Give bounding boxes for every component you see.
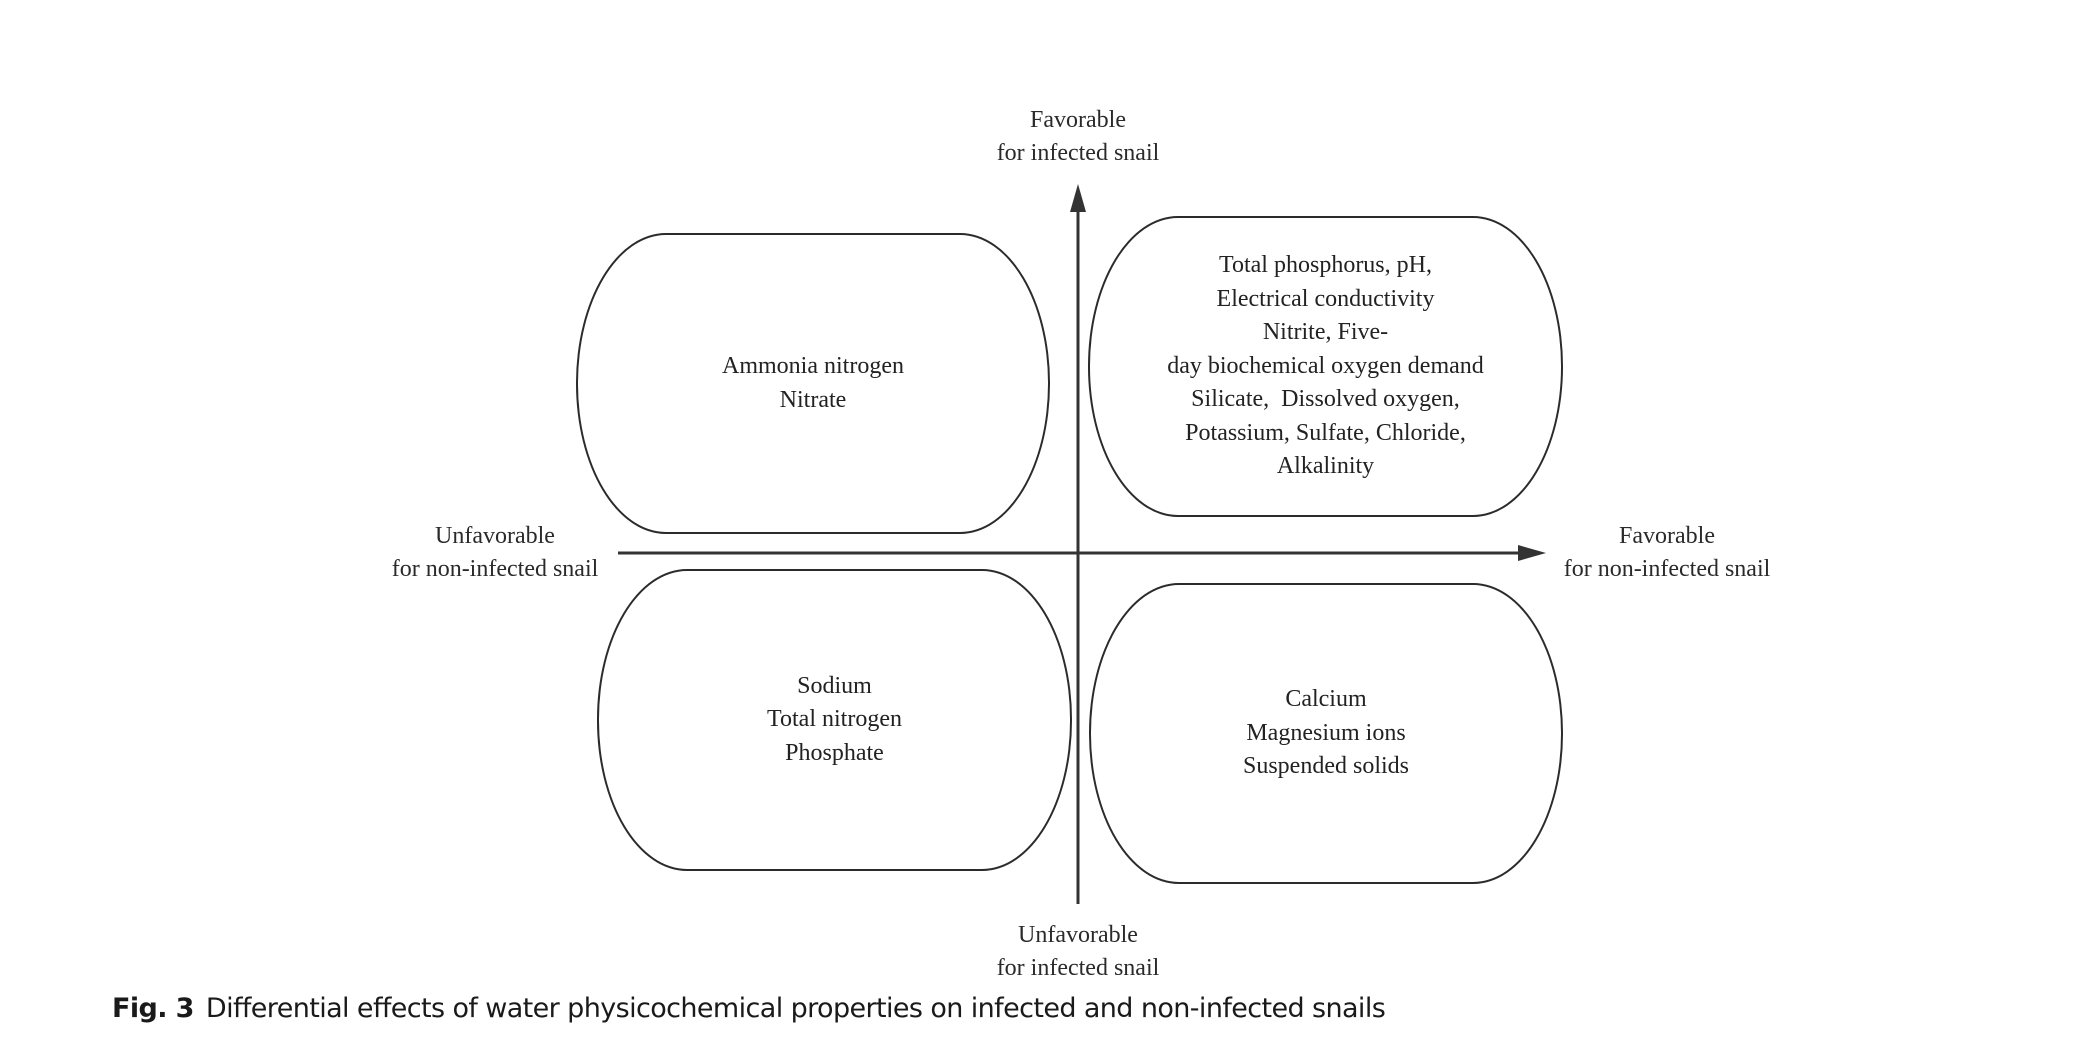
axis-label-top-line2: for infected snail	[996, 140, 1160, 166]
quadrant-item: Nitrite, Five-	[1262, 319, 1389, 346]
quadrant-item: Alkalinity	[1276, 453, 1375, 480]
quadrant-box-bottom-right: Calcium Magnesium ions Suspended solids	[1089, 583, 1563, 884]
quadrant-item: Suspended solids	[1242, 753, 1409, 780]
quadrant-text-bottom-left: Sodium Total nitrogen Phosphate	[767, 670, 902, 771]
quadrant-item: Calcium	[1285, 686, 1367, 713]
figure-caption: Fig. 3 Differential effects of water phys…	[112, 993, 1386, 1024]
quadrant-item: Total nitrogen	[767, 706, 902, 733]
axis-label-top: Favorable for infected snail	[978, 104, 1178, 170]
quadrant-item: Sodium	[797, 672, 872, 699]
vertical-axis-arrowhead	[1070, 184, 1086, 212]
axis-label-bottom-line1: Unfavorable	[1018, 922, 1138, 948]
quadrant-box-top-left: Ammonia nitrogen Nitrate	[576, 233, 1050, 534]
quadrant-box-top-right: Total phosphorus, pH, Electrical conduct…	[1088, 216, 1563, 517]
axis-label-left-line2: for non-infected snail	[391, 556, 599, 582]
quadrant-item: Electrical conductivity	[1216, 285, 1435, 312]
quadrant-text-bottom-right: Calcium Magnesium ions Suspended solids	[1243, 683, 1409, 784]
quadrant-item: Potassium, Sulfate, Chloride,	[1185, 419, 1466, 446]
figure-number: Fig. 3	[112, 993, 194, 1024]
axis-label-right-line1: Favorable	[1619, 523, 1715, 549]
quadrant-box-bottom-left: Sodium Total nitrogen Phosphate	[597, 569, 1072, 871]
quadrant-item: day biochemical oxygen demand	[1167, 352, 1484, 379]
axis-label-right-line2: for non-infected snail	[1563, 556, 1771, 582]
figure-caption-text: Differential effects of water physicoche…	[205, 993, 1386, 1024]
axis-label-left-line1: Unfavorable	[435, 523, 555, 549]
axis-label-right: Favorable for non-infected snail	[1552, 520, 1782, 586]
quadrant-item: Ammonia nitrogen	[722, 353, 904, 379]
axis-label-top-line1: Favorable	[1030, 107, 1126, 133]
quadrant-text-top-right: Total phosphorus, pH, Electrical conduct…	[1167, 249, 1484, 484]
axis-label-bottom-line2: for infected snail	[996, 955, 1160, 981]
quadrant-item: Magnesium ions	[1246, 719, 1406, 746]
quadrant-item: Silicate, Dissolved oxygen,	[1191, 386, 1460, 413]
horizontal-axis-arrowhead	[1518, 545, 1546, 561]
quadrant-text-top-left: Ammonia nitrogen Nitrate	[722, 350, 904, 417]
axis-label-bottom: Unfavorable for infected snail	[978, 919, 1178, 985]
quadrant-item: Total phosphorus, pH,	[1219, 252, 1432, 279]
axis-label-left: Unfavorable for non-infected snail	[380, 520, 610, 586]
quadrant-item: Nitrate	[779, 386, 847, 413]
quadrant-item: Phosphate	[785, 739, 884, 766]
